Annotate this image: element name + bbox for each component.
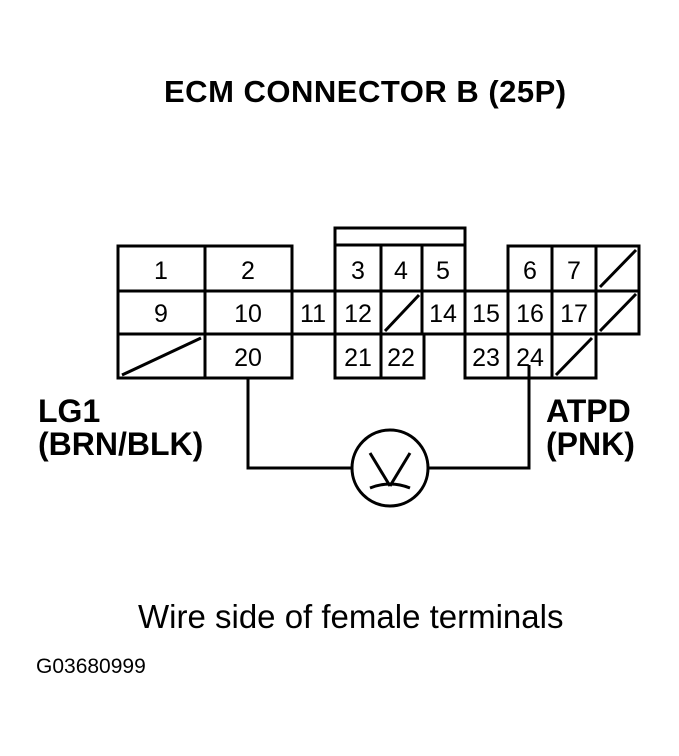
unused-cavity	[121, 336, 202, 377]
terminal-number: 14	[429, 300, 457, 328]
terminal-number: 16	[516, 300, 544, 328]
voltmeter-icon	[350, 428, 430, 508]
unused-cavity	[383, 293, 421, 333]
terminal-number: 20	[234, 344, 262, 372]
diagram-title: ECM CONNECTOR B (25P)	[164, 74, 567, 109]
terminal-number: 12	[344, 300, 372, 328]
terminal-number: 24	[516, 344, 544, 372]
terminal-number: 10	[234, 300, 262, 328]
terminal-number: 3	[351, 257, 365, 285]
terminal-number: 7	[567, 257, 581, 285]
terminal-number: 5	[436, 257, 450, 285]
probe-wire-left	[246, 378, 352, 470]
terminal-number: 23	[472, 344, 500, 372]
terminal-number: 9	[154, 300, 168, 328]
terminal-number: 6	[523, 257, 537, 285]
terminal-number: 1	[154, 257, 168, 285]
terminal-number: 2	[241, 257, 255, 285]
terminal-number: 17	[560, 300, 588, 328]
connector-key-tab	[333, 226, 467, 247]
probe-wire-right	[428, 365, 531, 470]
unused-cavity	[598, 248, 638, 289]
left-wire-color: (BRN/BLK)	[38, 426, 204, 462]
terminal-numbers: 1 2 3 4 5 6 7 9 10 11 12 14 15 16 17 20 …	[154, 257, 588, 372]
right-wire-name: ATPD	[546, 393, 631, 429]
terminal-number: 21	[344, 344, 372, 372]
terminal-number: 22	[387, 344, 415, 372]
diagram-caption: Wire side of female terminals	[138, 598, 564, 635]
terminal-number: 4	[394, 257, 408, 285]
terminal-number: 15	[472, 300, 500, 328]
unused-cavity	[554, 336, 594, 377]
figure-id: G03680999	[36, 655, 146, 678]
unused-cavity	[598, 292, 638, 333]
left-wire-name: LG1	[38, 393, 101, 429]
right-wire-color: (PNK)	[546, 426, 635, 462]
terminal-number: 11	[300, 300, 326, 328]
